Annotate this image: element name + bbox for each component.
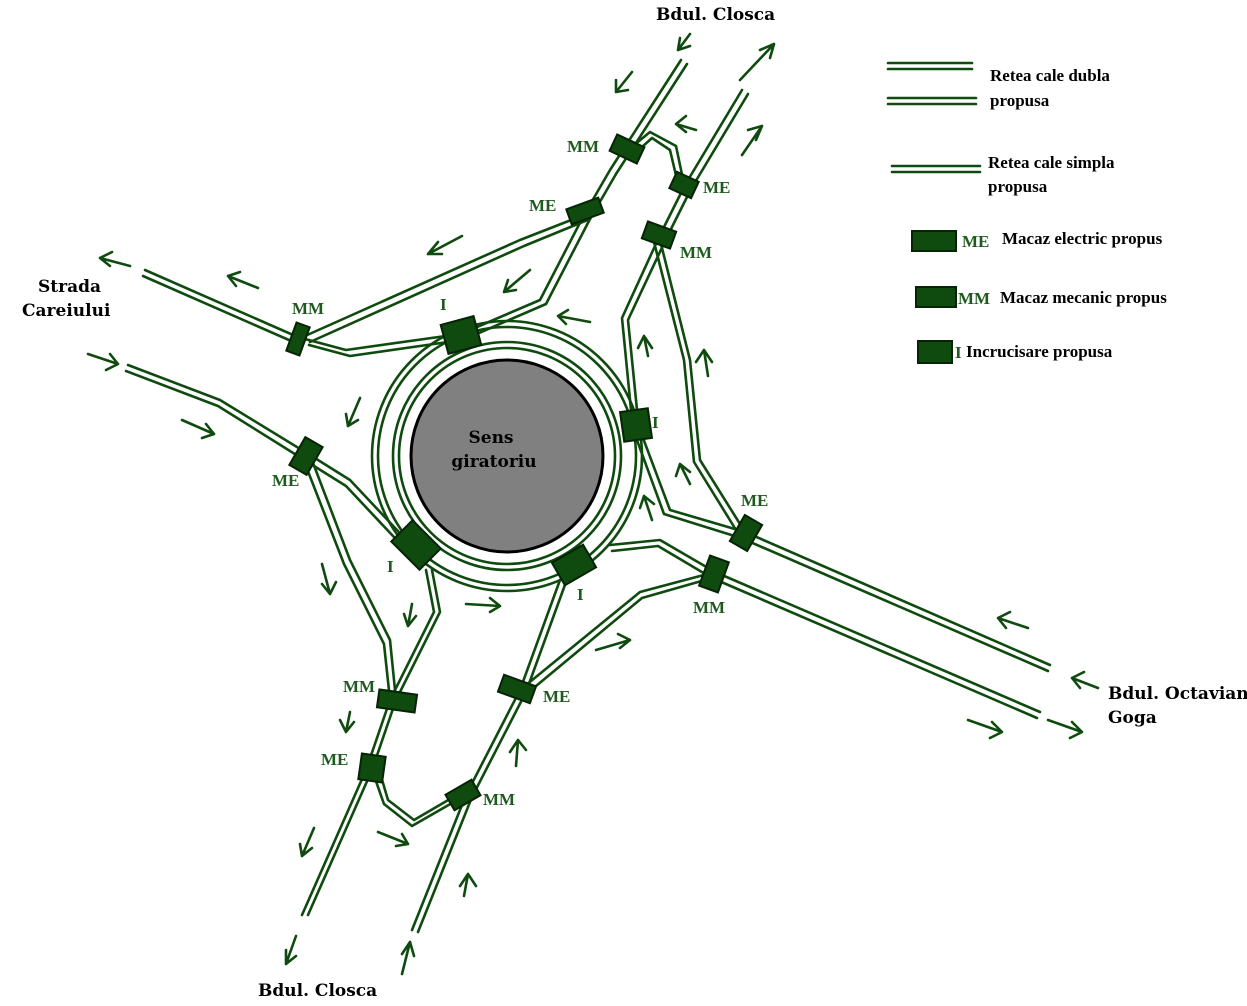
switch-me-right: [728, 513, 764, 553]
legend-double-line-text-1: Retea cale dubla: [990, 66, 1110, 85]
switch-i-top: [439, 314, 483, 356]
switch-mm-left: [285, 321, 311, 357]
switch-me-left: [287, 435, 325, 477]
switch-me-bottom-right: [496, 673, 538, 705]
switch-tags: MM ME ME MM MM I I ME ME I I MM MM ME ME…: [272, 137, 768, 809]
roundabout-outer-ring-b: [376, 325, 638, 587]
tag-mm-top-right2: MM: [680, 243, 712, 262]
street-right-label-line2: Goga: [1108, 708, 1157, 728]
roundabout-inner-ring-a: [391, 340, 623, 572]
switch-me-top-left: [565, 196, 605, 226]
switch-mm-bottom-left: [375, 688, 419, 714]
tag-me-right: ME: [741, 491, 768, 510]
switch-i-bottom: [550, 543, 598, 587]
legend-electric-tag: ME: [962, 232, 989, 251]
street-top-label: Bdul. Closca: [656, 5, 775, 25]
tag-me-bottom-left: ME: [321, 750, 348, 769]
track-top-arm: [303, 58, 750, 422]
switch-i-left: [389, 518, 443, 572]
roundabout-label-line2: giratoriu: [451, 452, 536, 472]
track-left-arm: [124, 268, 414, 702]
switches: [285, 133, 764, 812]
roundabout-island: [409, 358, 605, 554]
switch-me-bottom-left: [357, 752, 387, 784]
switch-mm-top-right2: [640, 220, 678, 250]
switch-i-right: [618, 407, 654, 443]
legend-crossing-tag: I: [955, 343, 962, 362]
tag-mm-bottom-right: MM: [483, 790, 515, 809]
legend: Retea cale dubla propusa Retea cale simp…: [886, 61, 1167, 364]
track-right-arm: [518, 238, 1052, 720]
roundabout: Sens giratoriu: [370, 319, 644, 593]
switch-mm-right: [697, 554, 731, 594]
tag-me-left: ME: [272, 471, 299, 490]
legend-simple-line-text-1: Retea cale simpla: [988, 153, 1115, 172]
legend-double-line: Retea cale dubla propusa: [886, 61, 1110, 110]
tag-me-bottom-right: ME: [543, 687, 570, 706]
tag-i-left: I: [387, 557, 394, 576]
tag-i-top: I: [440, 295, 447, 314]
street-left-label-line2: Careiului: [22, 301, 111, 321]
roundabout-label-line1: Sens: [468, 428, 513, 448]
legend-mechanical-switch: MM Macaz mecanic propus: [915, 286, 1167, 308]
tag-me-top-left: ME: [529, 196, 556, 215]
tag-i-right: I: [652, 413, 659, 432]
street-bottom-label: Bdul. Closca: [258, 981, 377, 1001]
tag-mm-right: MM: [693, 598, 725, 617]
legend-crossing-text: Incrucisare propusa: [966, 342, 1113, 361]
legend-simple-line: Retea cale simpla propusa: [890, 153, 1115, 196]
legend-electric-switch: ME Macaz electric propus: [911, 229, 1163, 252]
legend-crossing: I Incrucisare propusa: [917, 340, 1113, 364]
tag-mm-top: MM: [567, 137, 599, 156]
switch-mm-bottom-right: [444, 778, 482, 812]
legend-electric-text: Macaz electric propus: [1002, 229, 1163, 248]
tag-me-top-right: ME: [703, 178, 730, 197]
legend-mechanical-text: Macaz mecanic propus: [1000, 288, 1167, 307]
direction-arrows: [86, 32, 1100, 976]
tag-mm-bottom-left: MM: [343, 677, 375, 696]
legend-double-line-text-2: propusa: [990, 91, 1050, 110]
legend-mechanical-tag: MM: [958, 289, 990, 308]
legend-simple-line-text-2: propusa: [988, 177, 1048, 196]
street-left-label-line1: Strada: [38, 277, 101, 297]
tag-mm-left: MM: [292, 299, 324, 318]
switch-me-top-right: [667, 170, 701, 200]
street-right-label-line1: Bdul. Octavian: [1108, 684, 1247, 704]
switch-mm-top: [608, 133, 646, 165]
tag-i-bottom: I: [577, 585, 584, 604]
street-labels: Bdul. Closca Bdul. Closca Strada Careiul…: [22, 5, 1247, 1001]
roundabout-inner-ring-b: [397, 346, 617, 566]
